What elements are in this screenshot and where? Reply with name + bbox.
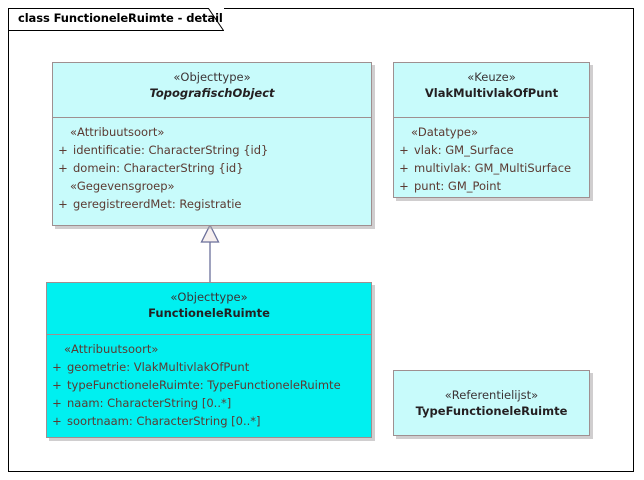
diagram-title-tab: class FunctioneleRuimte - detail bbox=[8, 8, 224, 31]
class-name: VlakMultivlakOfPunt bbox=[424, 86, 559, 100]
attribute-label: typeFunctioneleRuimte: TypeFunctioneleRu… bbox=[67, 378, 341, 392]
stereotype-group-gegevensgroep: «Gegevensgroep» bbox=[70, 179, 175, 193]
visibility-marker: + bbox=[52, 360, 62, 374]
class-stereotype: «Referentielijst» bbox=[444, 388, 539, 402]
class-name: TopografischObject bbox=[149, 86, 275, 100]
compartment-divider bbox=[53, 117, 371, 118]
attribute-label: naam: CharacterString [0..*] bbox=[67, 396, 232, 410]
visibility-marker: + bbox=[58, 161, 68, 175]
class-box-vlak-multivlak-of-punt[interactable]: «Keuze» VlakMultivlakOfPunt «Datatype» +… bbox=[393, 62, 590, 198]
attribute-row[interactable]: + identificatie: CharacterString {id} bbox=[53, 141, 371, 159]
attribute-label: geometrie: VlakMultivlakOfPunt bbox=[67, 360, 250, 374]
attribute-row[interactable]: + geometrie: VlakMultivlakOfPunt bbox=[47, 358, 371, 376]
attribute-row[interactable]: + geregistreerdMet: Registratie bbox=[53, 195, 371, 213]
attribute-row[interactable]: + typeFunctioneleRuimte: TypeFunctionele… bbox=[47, 376, 371, 394]
visibility-marker: + bbox=[52, 396, 62, 410]
attribute-label: punt: GM_Point bbox=[414, 179, 502, 193]
visibility-marker: + bbox=[52, 378, 62, 392]
class-stereotype: «Objecttype» bbox=[173, 70, 251, 84]
stereotype-group-attribuutsoort: «Attribuutsoort» bbox=[64, 342, 159, 356]
attributes-compartment: «Attribuutsoort» + identificatie: Charac… bbox=[53, 118, 371, 219]
attribute-label: soortnaam: CharacterString [0..*] bbox=[67, 414, 261, 428]
attribute-label: vlak: GM_Surface bbox=[414, 143, 514, 157]
attribute-row[interactable]: + domein: CharacterString {id} bbox=[53, 159, 371, 177]
class-box-topografisch-object[interactable]: «Objecttype» TopografischObject «Attribu… bbox=[52, 62, 372, 226]
stereotype-group-attribuutsoort: «Attribuutsoort» bbox=[70, 125, 165, 139]
visibility-marker: + bbox=[399, 143, 409, 157]
class-header-type-functionele-ruimte: «Referentielijst» TypeFunctioneleRuimte bbox=[394, 371, 589, 435]
class-header-topografisch-object: «Objecttype» TopografischObject bbox=[53, 63, 371, 117]
class-stereotype: «Objecttype» bbox=[170, 290, 248, 304]
attribute-label: geregistreerdMet: Registratie bbox=[73, 197, 242, 211]
attributes-compartment: «Attribuutsoort» + geometrie: VlakMultiv… bbox=[47, 335, 371, 436]
attribute-row[interactable]: + vlak: GM_Surface bbox=[394, 141, 589, 159]
class-name: TypeFunctioneleRuimte bbox=[415, 404, 568, 418]
compartment-divider bbox=[394, 117, 589, 118]
visibility-marker: + bbox=[399, 179, 409, 193]
visibility-marker: + bbox=[58, 197, 68, 211]
attribute-label: domein: CharacterString {id} bbox=[73, 161, 244, 175]
generalization-arrowhead bbox=[200, 224, 220, 243]
visibility-marker: + bbox=[58, 143, 68, 157]
compartment-divider bbox=[47, 334, 371, 335]
attribute-row[interactable]: + punt: GM_Point bbox=[394, 177, 589, 195]
class-header-functionele-ruimte: «Objecttype» FunctioneleRuimte bbox=[47, 283, 371, 334]
attribute-label: multivlak: GM_MultiSurface bbox=[414, 161, 572, 175]
title-tab-shape bbox=[8, 8, 224, 31]
attribute-row[interactable]: + naam: CharacterString [0..*] bbox=[47, 394, 371, 412]
visibility-marker: + bbox=[52, 414, 62, 428]
attribute-row[interactable]: + soortnaam: CharacterString [0..*] bbox=[47, 412, 371, 430]
class-box-type-functionele-ruimte[interactable]: «Referentielijst» TypeFunctioneleRuimte bbox=[393, 370, 590, 436]
class-name: FunctioneleRuimte bbox=[148, 306, 270, 320]
class-stereotype: «Keuze» bbox=[467, 70, 516, 84]
attributes-compartment: «Datatype» + vlak: GM_Surface + multivla… bbox=[394, 118, 589, 201]
stereotype-group-datatype: «Datatype» bbox=[411, 125, 479, 139]
diagram-title-label: class FunctioneleRuimte - detail bbox=[18, 11, 223, 25]
class-header-vlak-multivlak-of-punt: «Keuze» VlakMultivlakOfPunt bbox=[394, 63, 589, 117]
class-box-functionele-ruimte[interactable]: «Objecttype» FunctioneleRuimte «Attribuu… bbox=[46, 282, 372, 438]
generalization-connector[interactable] bbox=[196, 224, 224, 282]
attribute-row[interactable]: + multivlak: GM_MultiSurface bbox=[394, 159, 589, 177]
visibility-marker: + bbox=[399, 161, 409, 175]
attribute-label: identificatie: CharacterString {id} bbox=[73, 143, 269, 157]
